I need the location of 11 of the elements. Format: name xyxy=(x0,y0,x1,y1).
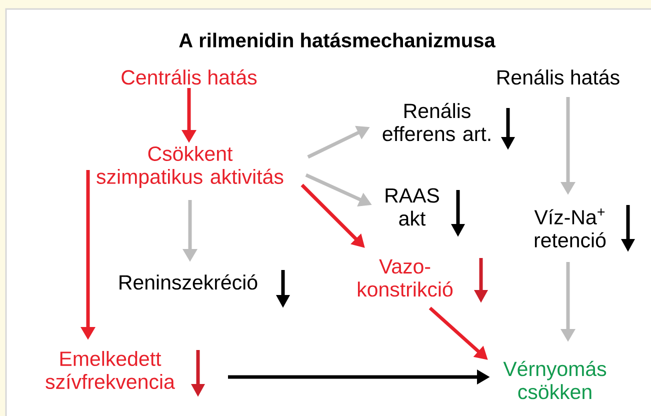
text-label: Renális hatás xyxy=(498,69,620,85)
text-label: Vazo- konstrikció xyxy=(358,259,453,297)
text-label: RAAS akt xyxy=(386,188,439,226)
text-label: Emelkedett szívfrekvencia xyxy=(46,350,175,390)
text-label: Vérnyomás csökken xyxy=(503,360,606,400)
text-label: Centrális hatás xyxy=(122,69,257,85)
text-label: Reninszekréció xyxy=(120,274,258,290)
text-label: Víz-Na$^{+}$ retenció xyxy=(534,208,606,248)
text-label: Csökkent szimpatikus aktivitás xyxy=(96,146,284,188)
title: A rilmenidin hatásmechanizmusa xyxy=(179,32,496,48)
text-label: Renális efferens art. xyxy=(382,102,490,142)
